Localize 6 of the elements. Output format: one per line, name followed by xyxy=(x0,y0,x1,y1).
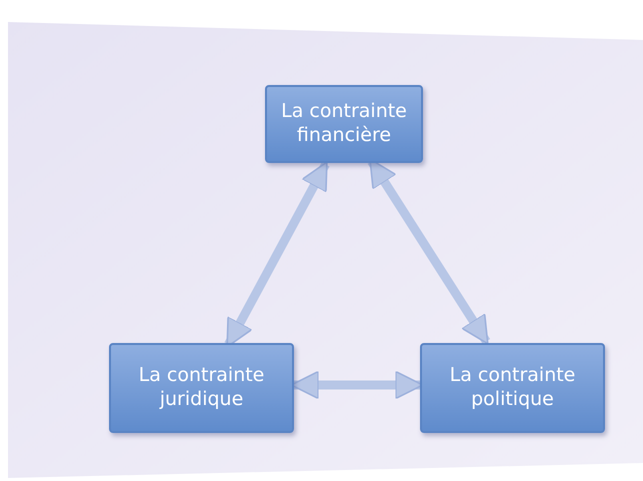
box-label: La contrainte financière xyxy=(280,100,408,148)
box-label: La contrainte juridique xyxy=(138,364,266,412)
process-box xyxy=(109,343,294,433)
process-box xyxy=(420,343,605,433)
box-label: La contrainte politique xyxy=(448,364,576,412)
process-box xyxy=(265,85,423,163)
